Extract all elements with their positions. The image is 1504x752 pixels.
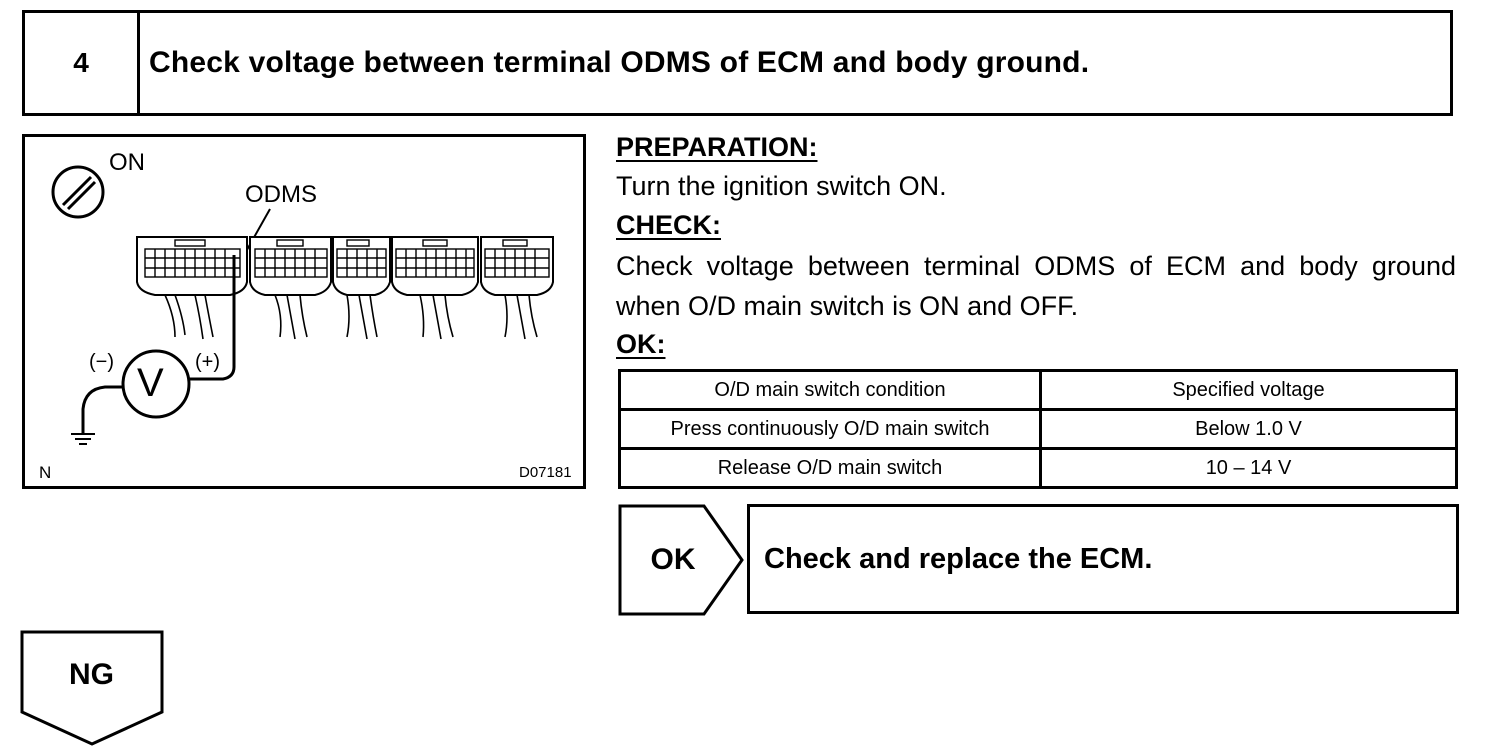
- step-header: 4 Check voltage between terminal ODMS of…: [22, 10, 1453, 116]
- ecm-connector-drawing: [51, 165, 554, 445]
- positive-probe-wire: [185, 255, 236, 381]
- figure-corner-label: N: [39, 463, 52, 482]
- connector-pin-grids: [144, 239, 550, 278]
- table-header-cell: O/D main switch condition: [618, 369, 1042, 411]
- negative-probe-wire: [81, 385, 123, 433]
- ground-icon: [71, 433, 95, 445]
- odms-terminal-label: ODMS: [245, 181, 317, 208]
- table-row: Press continuously O/D main switch Below…: [618, 408, 1458, 450]
- preparation-heading: PREPARATION:: [616, 132, 818, 162]
- table-cell: Press continuously O/D main switch: [618, 408, 1042, 450]
- specification-table: O/D main switch condition Specified volt…: [618, 369, 1458, 489]
- ok-heading: OK:: [616, 329, 666, 359]
- step-title: Check voltage between terminal ODMS of E…: [149, 46, 1090, 79]
- negative-terminal-label: (−): [89, 351, 114, 373]
- switch-on-label: ON: [109, 149, 145, 176]
- table-header-cell: Specified voltage: [1039, 369, 1458, 411]
- ignition-switch-icon: [51, 165, 105, 219]
- ok-tag-label: OK: [650, 543, 696, 576]
- ok-action-box: Check and replace the ECM.: [747, 504, 1459, 614]
- table-header-row: O/D main switch condition Specified volt…: [618, 369, 1458, 411]
- check-heading: CHECK:: [616, 210, 721, 240]
- voltmeter-icon: [121, 349, 191, 419]
- table-cell: 10 – 14 V: [1039, 447, 1458, 489]
- wire-bundles: [164, 294, 538, 340]
- preparation-text: Turn the ignition switch ON.: [616, 171, 947, 201]
- table-cell: Below 1.0 V: [1039, 408, 1458, 450]
- table-row: Release O/D main switch 10 – 14 V: [618, 447, 1458, 489]
- table-cell: Release O/D main switch: [618, 447, 1042, 489]
- ng-arrow-tag: [20, 630, 164, 746]
- wiring-illustration: ON ODMS V (−) (+) N D07181: [22, 134, 586, 489]
- voltmeter-symbol: V: [137, 361, 164, 405]
- figure-code: D07181: [519, 464, 572, 481]
- check-text: Check voltage between terminal ODMS of E…: [616, 251, 1456, 321]
- positive-terminal-label: (+): [195, 351, 220, 373]
- ok-arrow-tag: [618, 504, 744, 616]
- step-number: 4: [25, 13, 140, 113]
- ng-tag-label: NG: [69, 658, 114, 691]
